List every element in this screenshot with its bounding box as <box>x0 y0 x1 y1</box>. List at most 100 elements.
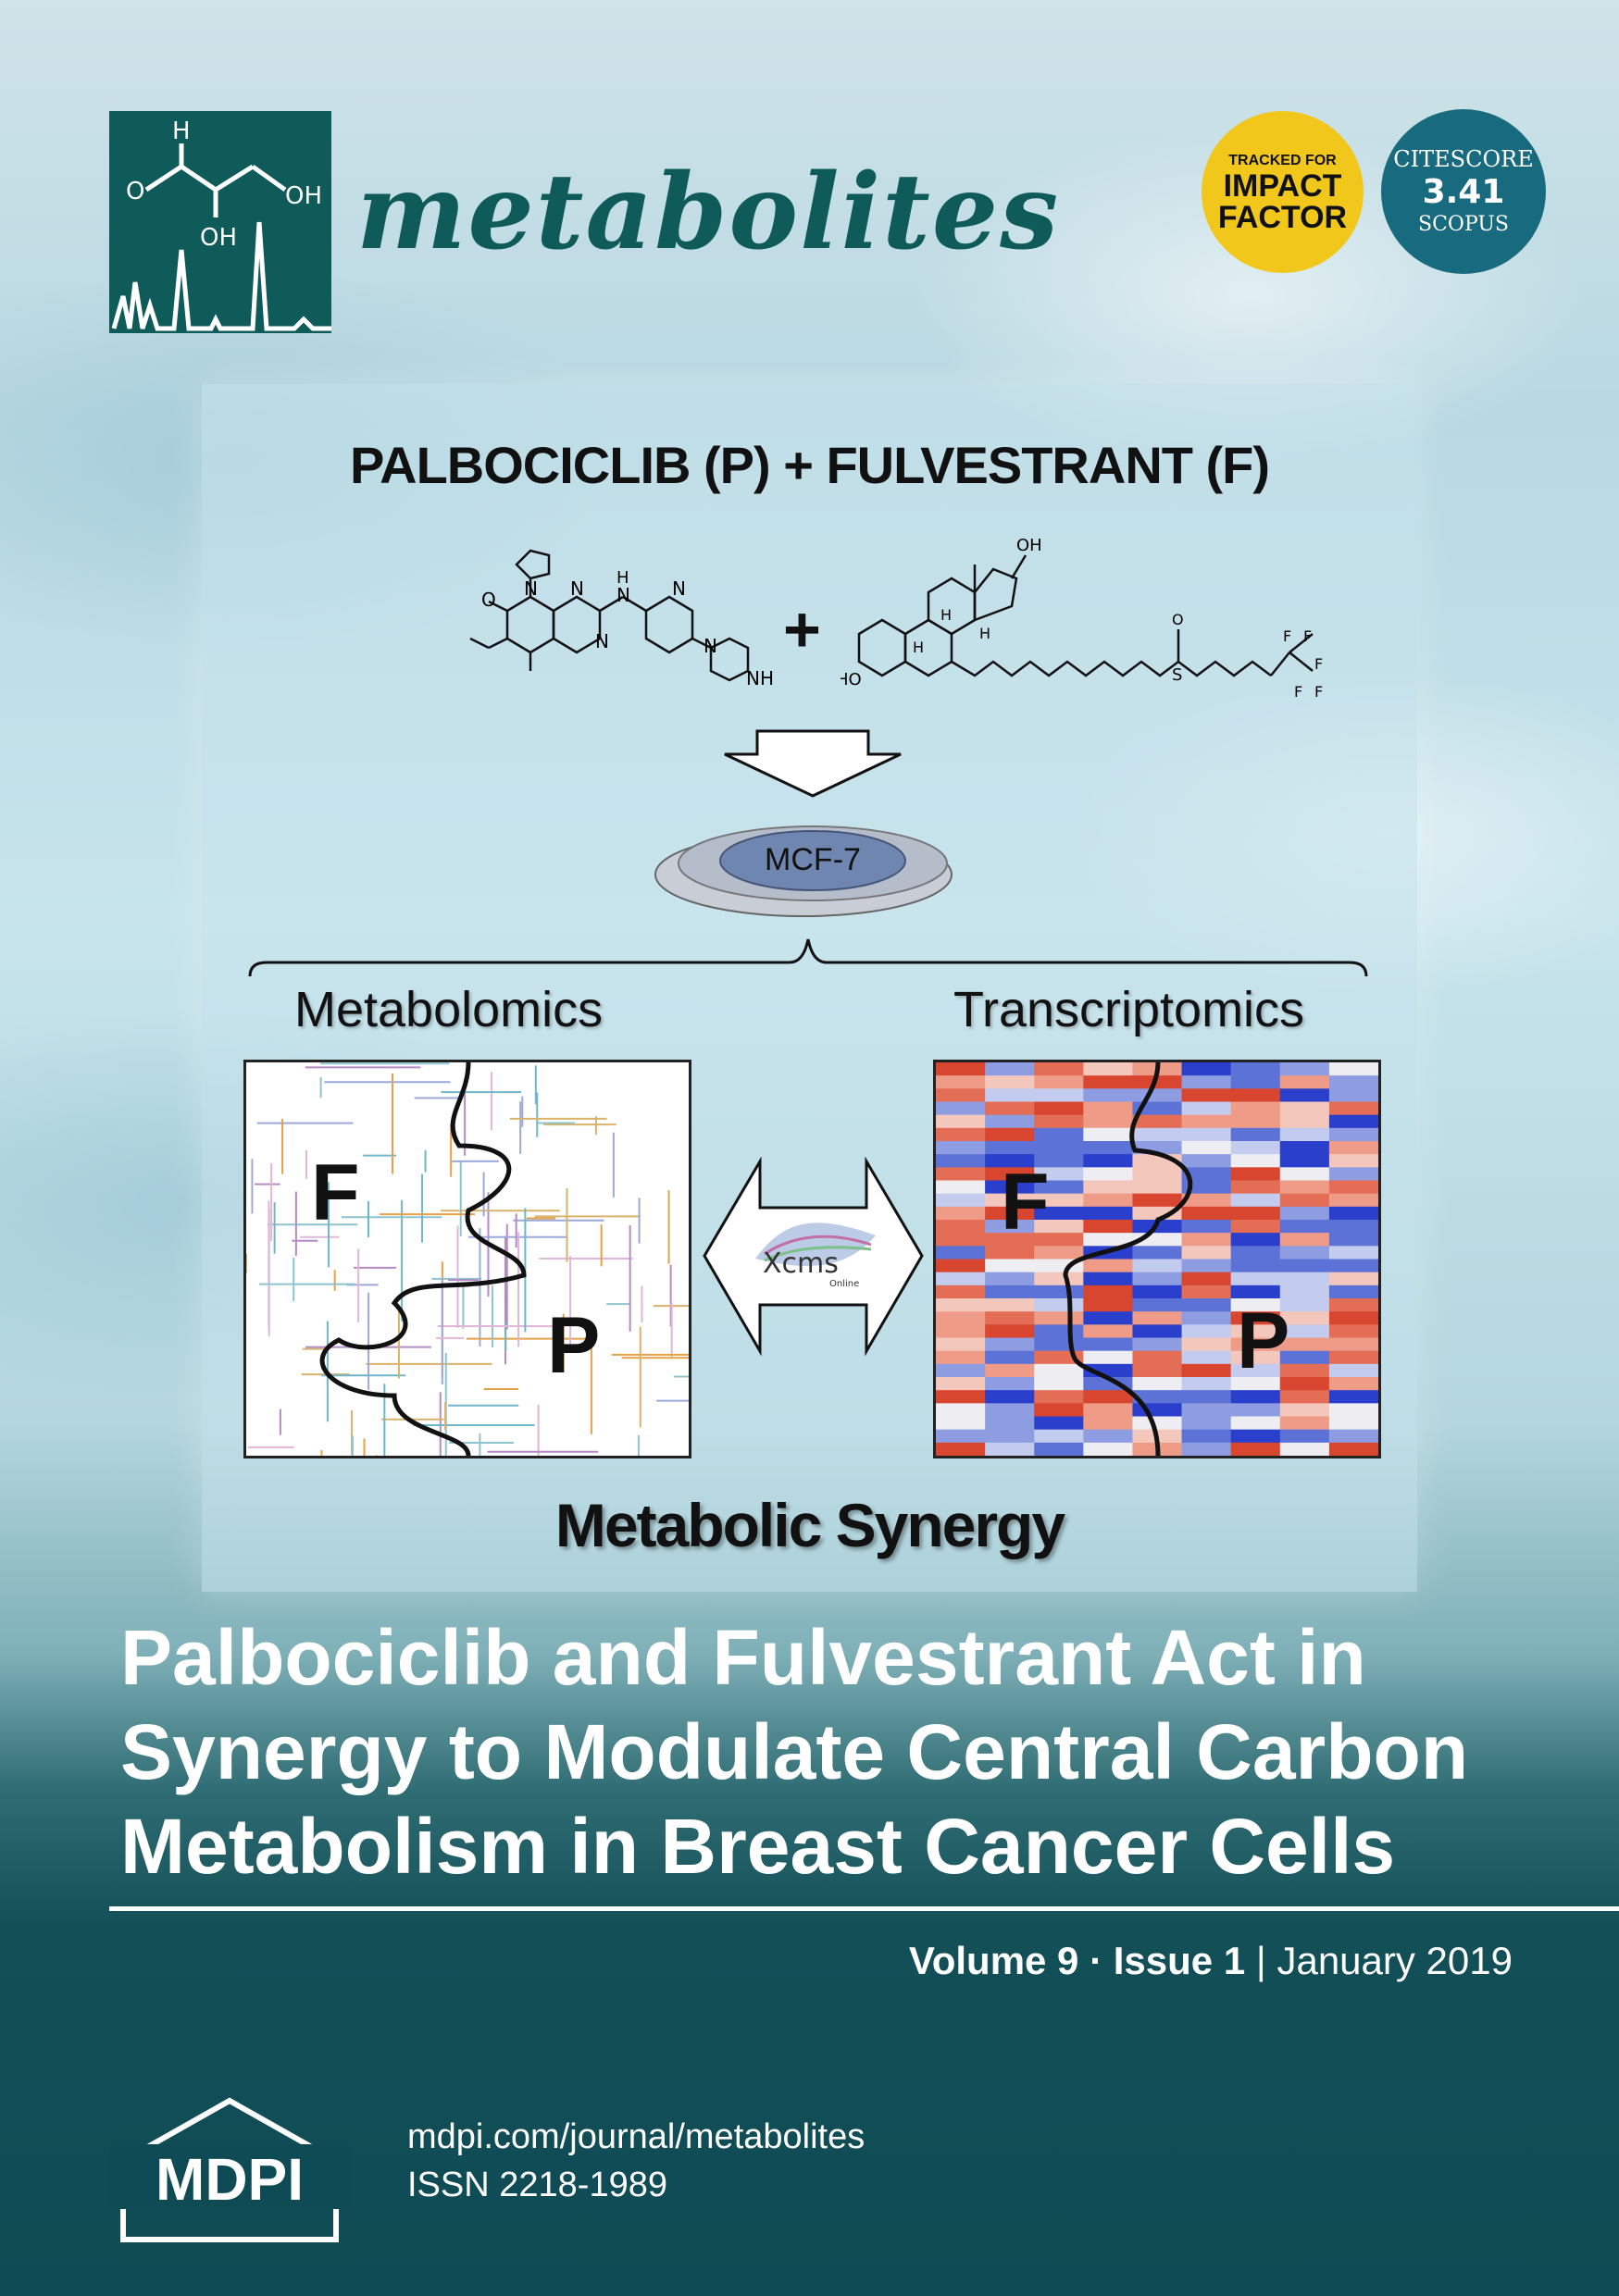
impact-factor-badge[interactable]: TRACKED FOR IMPACT FACTOR <box>1202 111 1364 273</box>
heatmap-cell <box>1034 1429 1084 1444</box>
heatmap-cell <box>1181 1167 1232 1181</box>
heatmap-cell <box>1034 1337 1084 1352</box>
heatmap-cell <box>1083 1403 1133 1417</box>
journal-url-link[interactable]: mdpi.com/journal/metabolites <box>407 2117 866 2156</box>
heatmap-cell <box>1083 1285 1133 1299</box>
heatmap-cell <box>936 1193 986 1208</box>
heatmap-cell <box>1132 1285 1183 1299</box>
heatmap-cell <box>985 1088 1035 1102</box>
heatmap-cell <box>1181 1141 1232 1155</box>
heatmap-cell <box>1230 1141 1281 1155</box>
heatmap-cell <box>1083 1127 1133 1142</box>
headline-line: Palbociclib and Fulvestrant Act in <box>120 1614 1366 1701</box>
heatmap-cell <box>1034 1233 1084 1247</box>
heatmap-cell <box>1034 1220 1084 1234</box>
cell-dish-icon: MCF-7 <box>654 825 953 917</box>
heatmap-cell <box>985 1337 1035 1352</box>
heatmap-cell <box>1132 1363 1183 1378</box>
article-headline[interactable]: Palbociclib and Fulvestrant Act in Syner… <box>120 1610 1509 1893</box>
mdpi-logo-icon[interactable]: MDPI <box>109 2096 350 2249</box>
heatmap-cell <box>1181 1324 1232 1338</box>
heatmap-cell <box>1083 1350 1133 1365</box>
synergy-label: Metabolic Synergy <box>554 1491 1065 1559</box>
heatmap-cell <box>1181 1206 1232 1221</box>
heatmap-cell <box>1034 1298 1084 1312</box>
heatmap-cell <box>1132 1127 1183 1142</box>
heatmap-cell <box>1279 1062 1330 1076</box>
citescore-badge[interactable]: CITESCORE 3.41 SCOPUS <box>1381 109 1546 274</box>
heatmap-cell <box>936 1167 986 1181</box>
graphic-title: PALBOCICLIB (P) + FULVESTRANT (F) <box>349 436 1270 494</box>
heatmap-cell <box>1034 1206 1084 1221</box>
heatmap-cell <box>936 1088 986 1102</box>
heatmap-cell <box>1230 1114 1281 1129</box>
heatmap-cell <box>1181 1298 1232 1312</box>
heatmap-cell <box>1230 1154 1281 1168</box>
heatmap-cell <box>1083 1416 1133 1431</box>
heatmap-cell <box>1083 1324 1133 1338</box>
headline-line: Metabolism in Breast Cancer Cells <box>120 1803 1396 1890</box>
heatmap-cell <box>1230 1311 1281 1325</box>
svg-text:NH: NH <box>746 667 774 689</box>
heatmap-cell <box>985 1311 1035 1325</box>
heatmap-cell <box>936 1272 986 1286</box>
xcms-sub-text: Online <box>829 1279 859 1289</box>
svg-text:OH: OH <box>200 224 237 252</box>
heatmap-cell <box>1230 1363 1281 1378</box>
heatmap-cell <box>1230 1088 1281 1102</box>
heatmap-cell <box>1328 1337 1378 1352</box>
heatmap-cell <box>1328 1101 1378 1116</box>
svg-text:H: H <box>979 625 990 642</box>
heatmap-cell <box>1181 1363 1232 1378</box>
heatmap-cell <box>1083 1167 1133 1181</box>
svg-text:N: N <box>570 577 584 600</box>
heatmap-cell <box>1279 1442 1330 1456</box>
heatmap-cell <box>1328 1259 1378 1273</box>
heatmap-cell <box>936 1337 986 1352</box>
heatmap-cell <box>1083 1088 1133 1102</box>
heatmap-cell <box>1132 1377 1183 1391</box>
svg-text:H: H <box>940 606 952 624</box>
heatmap-cell <box>985 1141 1035 1155</box>
heatmap-cell <box>985 1324 1035 1338</box>
heatmap-cell <box>1279 1127 1330 1142</box>
issue-date: January 2019 <box>1277 1939 1513 1982</box>
svg-text:O: O <box>1172 611 1184 628</box>
heatmap-cell <box>1083 1429 1133 1444</box>
heatmap-cell <box>985 1180 1035 1195</box>
heatmap-cell <box>1181 1233 1232 1247</box>
heatmap-cell <box>1083 1298 1133 1312</box>
cell-line-label: MCF-7 <box>765 842 861 877</box>
heatmap-cell <box>1279 1193 1330 1208</box>
heatmap-cell <box>1181 1193 1232 1208</box>
heatmap-cell <box>1181 1180 1232 1195</box>
issue-info: Volume 9 · Issue 1 | January 2019 <box>909 1939 1513 1983</box>
heatmap-cell <box>1230 1350 1281 1365</box>
heatmap-cell <box>985 1363 1035 1378</box>
heatmap-cell <box>1181 1429 1232 1444</box>
heatmap-cell <box>1279 1141 1330 1155</box>
svg-text:F: F <box>1314 683 1323 701</box>
down-arrow-icon <box>724 729 902 798</box>
heatmap-cell <box>1181 1403 1232 1417</box>
heatmap-cell <box>1328 1442 1378 1456</box>
heatmap-cell <box>1279 1180 1330 1195</box>
heatmap-cell <box>1230 1429 1281 1444</box>
heatmap-cell <box>1230 1206 1281 1221</box>
heatmap-cell <box>1034 1088 1084 1102</box>
heatmap-cell <box>985 1167 1035 1181</box>
heatmap-cell <box>1230 1259 1281 1273</box>
heatmap: FP <box>936 1062 1378 1456</box>
heatmap-cell <box>1132 1337 1183 1352</box>
heatmap-cell <box>985 1206 1035 1221</box>
heatmap-cell <box>1328 1233 1378 1247</box>
heatmap-cell <box>1034 1285 1084 1299</box>
heatmap-cell <box>1083 1114 1133 1129</box>
heatmap-cell <box>1230 1298 1281 1312</box>
heatmap-cell <box>1279 1075 1330 1089</box>
heatmap-cell <box>1230 1377 1281 1391</box>
heatmap-cell <box>1034 1180 1084 1195</box>
heatmap-cell <box>1034 1324 1084 1338</box>
heatmap-cell <box>1181 1088 1232 1102</box>
heatmap-cell <box>1230 1390 1281 1404</box>
